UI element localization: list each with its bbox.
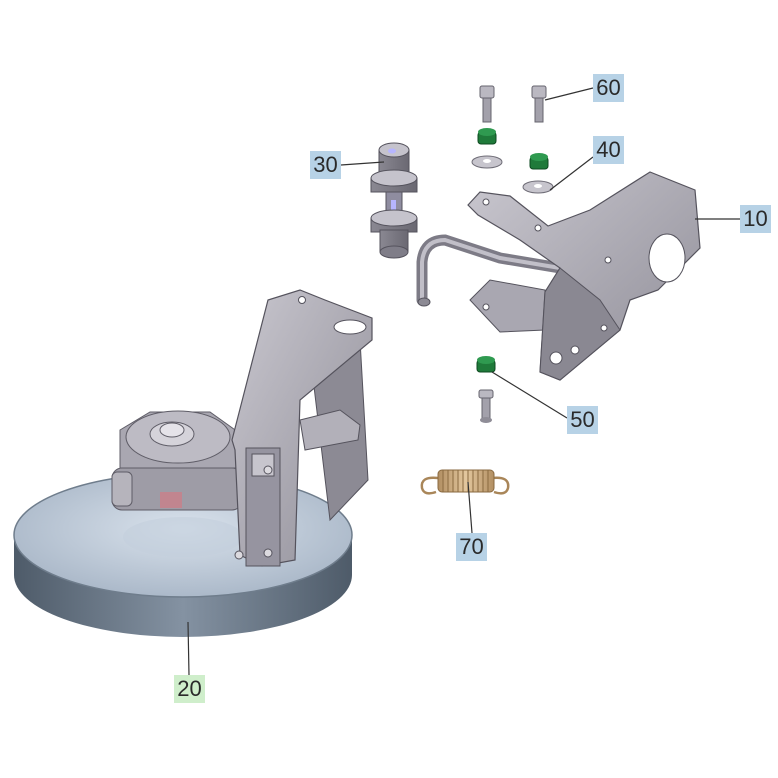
tension-spring [420, 469, 510, 495]
leader-60 [544, 87, 594, 101]
caps-and-washers [471, 128, 554, 194]
callout-50[interactable]: 50 [567, 406, 598, 434]
leader-50 [491, 371, 568, 419]
callout-40[interactable]: 40 [593, 136, 624, 164]
tall-bracket [231, 289, 373, 567]
roller-pin [370, 142, 418, 259]
main-bracket [416, 171, 701, 381]
screws-top [479, 85, 547, 123]
callout-70[interactable]: 70 [456, 533, 487, 561]
callout-10[interactable]: 10 [740, 205, 771, 233]
leader-lines [187, 87, 740, 676]
callout-60[interactable]: 60 [593, 74, 624, 102]
disc-assembly [13, 289, 373, 637]
cap-and-screw-lower [476, 356, 496, 423]
callout-30[interactable]: 30 [310, 151, 341, 179]
callout-20[interactable]: 20 [174, 675, 205, 703]
gear-motor [111, 410, 243, 511]
leader-40 [549, 156, 594, 191]
leader-70 [467, 481, 473, 534]
leader-20 [187, 621, 190, 676]
leader-30 [340, 161, 385, 166]
